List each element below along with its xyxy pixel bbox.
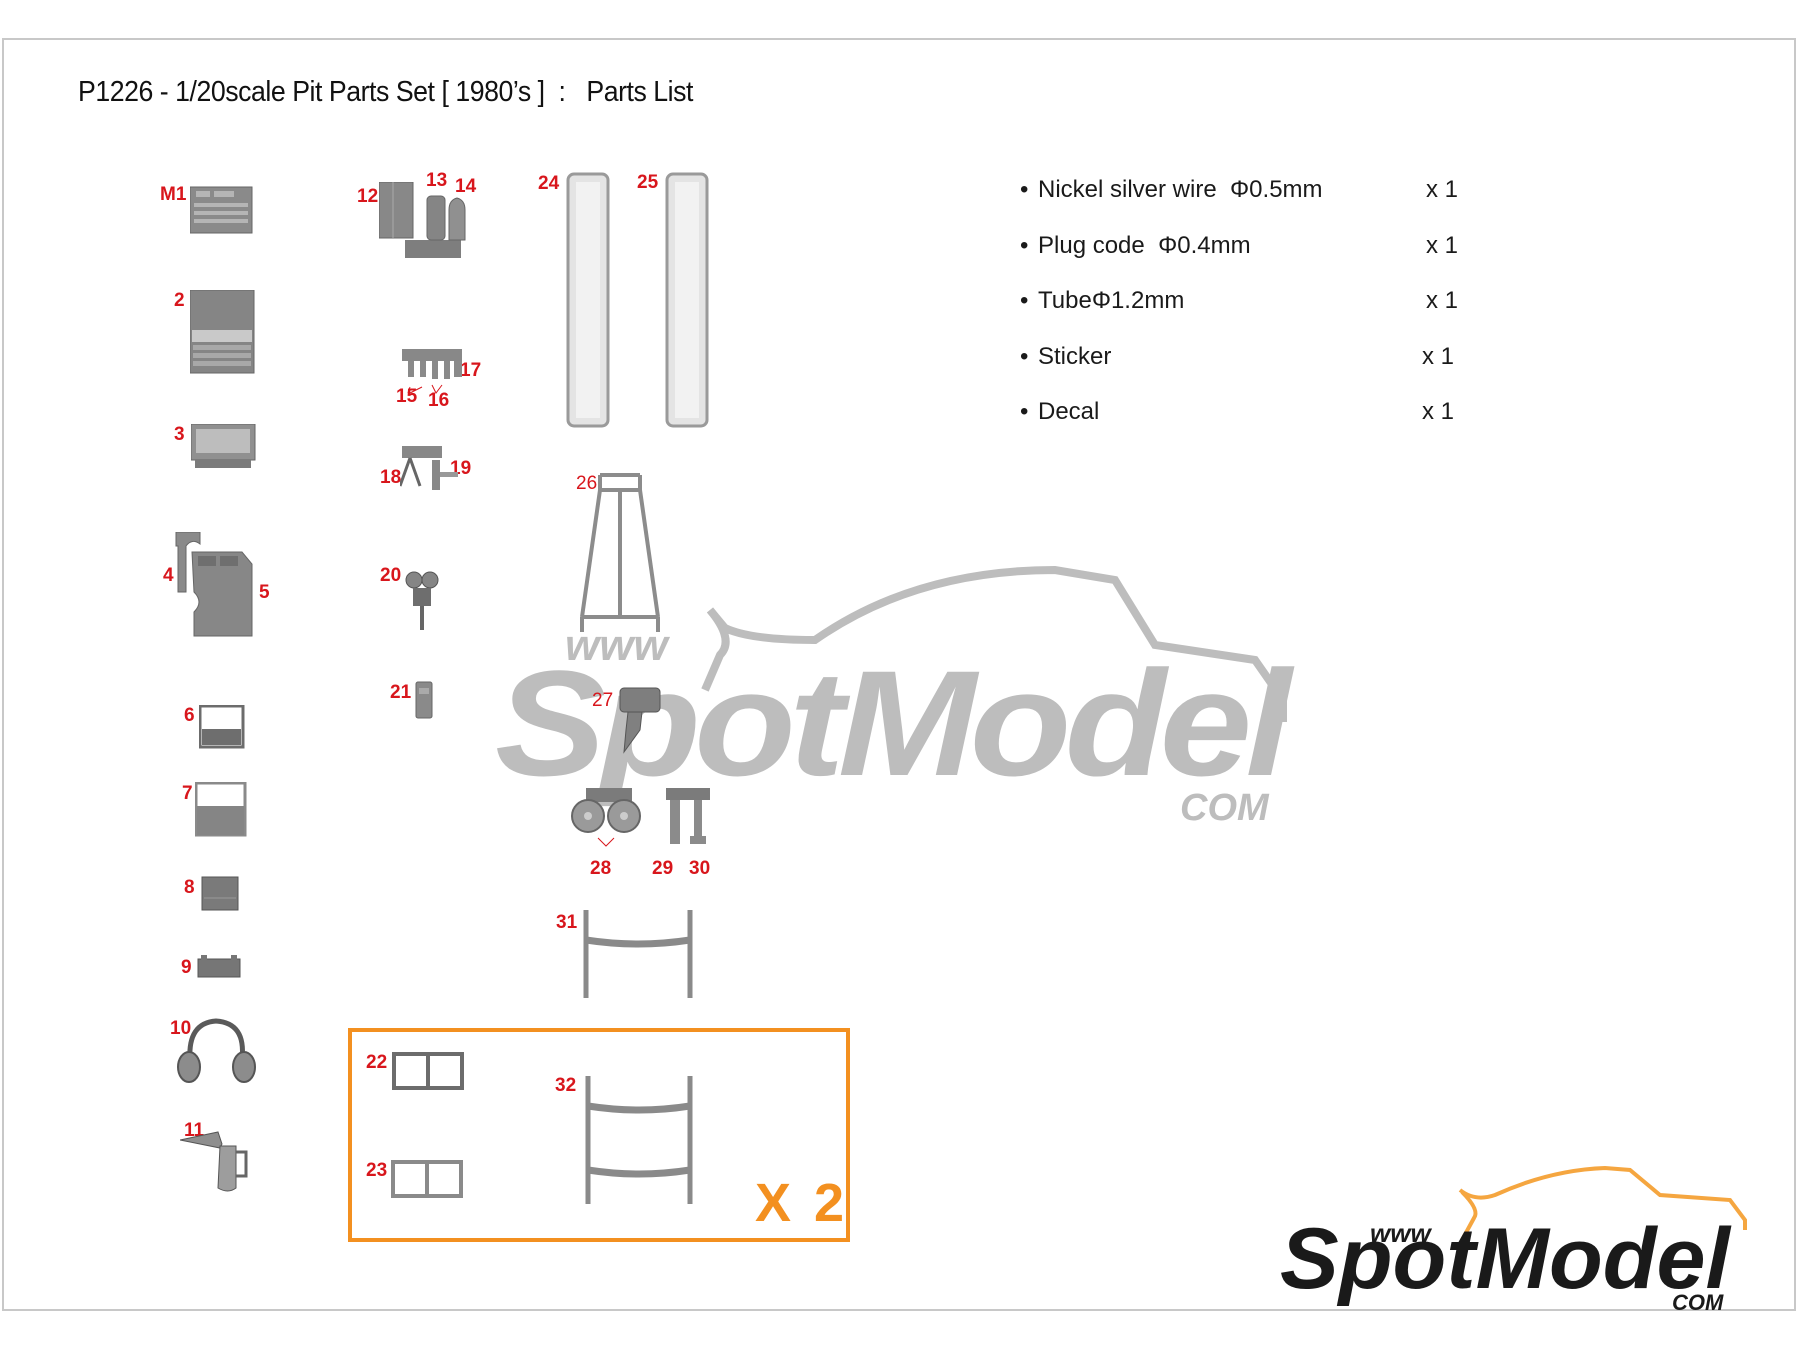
part-label-10: 10 — [170, 1018, 192, 1039]
part-2-laptop — [190, 290, 255, 374]
parts-list-item: • Nickel silver wire Φ0.5mm x 1 — [1018, 176, 1458, 216]
item-qty: x 1 — [1425, 232, 1458, 259]
item-name: Decal — [1038, 398, 1100, 425]
part-31-ladder — [583, 910, 693, 998]
part-32-ladder — [585, 1076, 693, 1204]
part-11-oil-can — [180, 1131, 248, 1192]
part-26-stand — [580, 473, 660, 632]
part-10-headphones — [177, 1018, 256, 1083]
part-label-25: 25 — [637, 172, 659, 193]
parts-list-item: • Sticker x 1 — [1018, 343, 1458, 383]
part-label-30: 30 — [689, 858, 711, 879]
bullet: • — [1020, 232, 1029, 259]
item-qty: x 1 — [1421, 398, 1454, 425]
part-9-battery — [197, 955, 241, 978]
part-6-tray — [199, 705, 245, 749]
part-label-4: 4 — [163, 565, 174, 586]
part-3-screen — [191, 424, 256, 468]
part-28-30-wheels — [571, 788, 710, 847]
part-4-5-panels — [175, 532, 253, 637]
part-27-air-gun — [619, 687, 661, 754]
part-23-frame — [391, 1160, 463, 1198]
car-outline-icon — [706, 565, 1287, 722]
item-qty: x 1 — [1421, 343, 1454, 370]
part-label-24: 24 — [538, 173, 560, 194]
page-title: P1226 - 1/20scale Pit Parts Set [ 1980’s… — [78, 76, 693, 108]
part-label-7: 7 — [182, 783, 193, 804]
parts-list-item: • TubeΦ1.2mm x 1 — [1018, 287, 1458, 327]
part-15-17-plugs — [402, 349, 462, 394]
part-25-side-panel — [665, 172, 709, 428]
part-label-2: 2 — [174, 290, 185, 311]
part-m1-keyboard — [190, 186, 253, 234]
multiplier-box — [348, 1028, 850, 1242]
item-qty: x 1 — [1425, 287, 1458, 314]
part-label-9: 9 — [181, 957, 192, 978]
part-label-27: 27 — [592, 690, 614, 711]
part-label-6: 6 — [184, 705, 195, 726]
part-label-22: 22 — [366, 1052, 388, 1073]
svg-text:www: www — [1370, 1218, 1432, 1248]
part-label-3: 3 — [174, 424, 185, 445]
svg-text:COM: COM — [1180, 787, 1270, 829]
bullet: • — [1020, 343, 1029, 370]
car-outline-icon — [1458, 1165, 1747, 1230]
part-label-23: 23 — [366, 1160, 388, 1181]
part-label-21: 21 — [390, 682, 412, 703]
multiplier-label: X 2 — [755, 1173, 849, 1233]
part-label-16: 16 — [428, 390, 450, 411]
part-label-28: 28 — [590, 858, 612, 879]
part-label-8: 8 — [184, 877, 195, 898]
part-7-tray — [195, 782, 247, 837]
part-label-13: 13 — [426, 170, 448, 191]
part-label-26: 26 — [576, 473, 598, 494]
svg-text:COM: COM — [1672, 1290, 1724, 1310]
bullet: • — [1020, 398, 1029, 425]
part-label-18: 18 — [380, 467, 402, 488]
item-name: Plug code Φ0.4mm — [1038, 232, 1251, 259]
page-frame — [2, 38, 1796, 1311]
part-label-31: 31 — [556, 912, 578, 933]
part-21-meter — [415, 681, 433, 719]
part-label-12: 12 — [357, 186, 379, 207]
part-24-side-panel — [566, 172, 610, 428]
part-label-20: 20 — [380, 565, 402, 586]
parts-list-item: • Plug code Φ0.4mm x 1 — [1018, 232, 1458, 272]
spotmodel-watermark: www SpotModel COM — [495, 565, 1301, 829]
item-name: Nickel silver wire Φ0.5mm — [1038, 176, 1323, 203]
part-12-14-sprue — [379, 182, 466, 258]
part-22-frame — [392, 1052, 464, 1090]
item-name: TubeΦ1.2mm — [1038, 287, 1185, 314]
bullet: • — [1020, 287, 1029, 314]
part-label-14: 14 — [455, 176, 477, 197]
item-qty: x 1 — [1425, 176, 1458, 203]
item-name: Sticker — [1038, 343, 1112, 370]
part-label-29: 29 — [652, 858, 674, 879]
parts-list-item: • Decal x 1 — [1018, 398, 1458, 438]
spotmodel-logo: www SpotModel COM — [1280, 1165, 1747, 1310]
part-18-19-tools — [400, 446, 458, 490]
bullet: • — [1020, 176, 1029, 203]
part-label-15: 15 — [396, 386, 418, 407]
part-label-5: 5 — [259, 582, 270, 603]
part-label-m1: M1 — [160, 184, 187, 205]
part-20-gauge — [405, 571, 439, 630]
part-8-box — [201, 876, 239, 911]
svg-text:SpotModel: SpotModel — [1280, 1211, 1732, 1307]
part-label-32: 32 — [555, 1075, 577, 1096]
part-label-17: 17 — [460, 360, 482, 381]
